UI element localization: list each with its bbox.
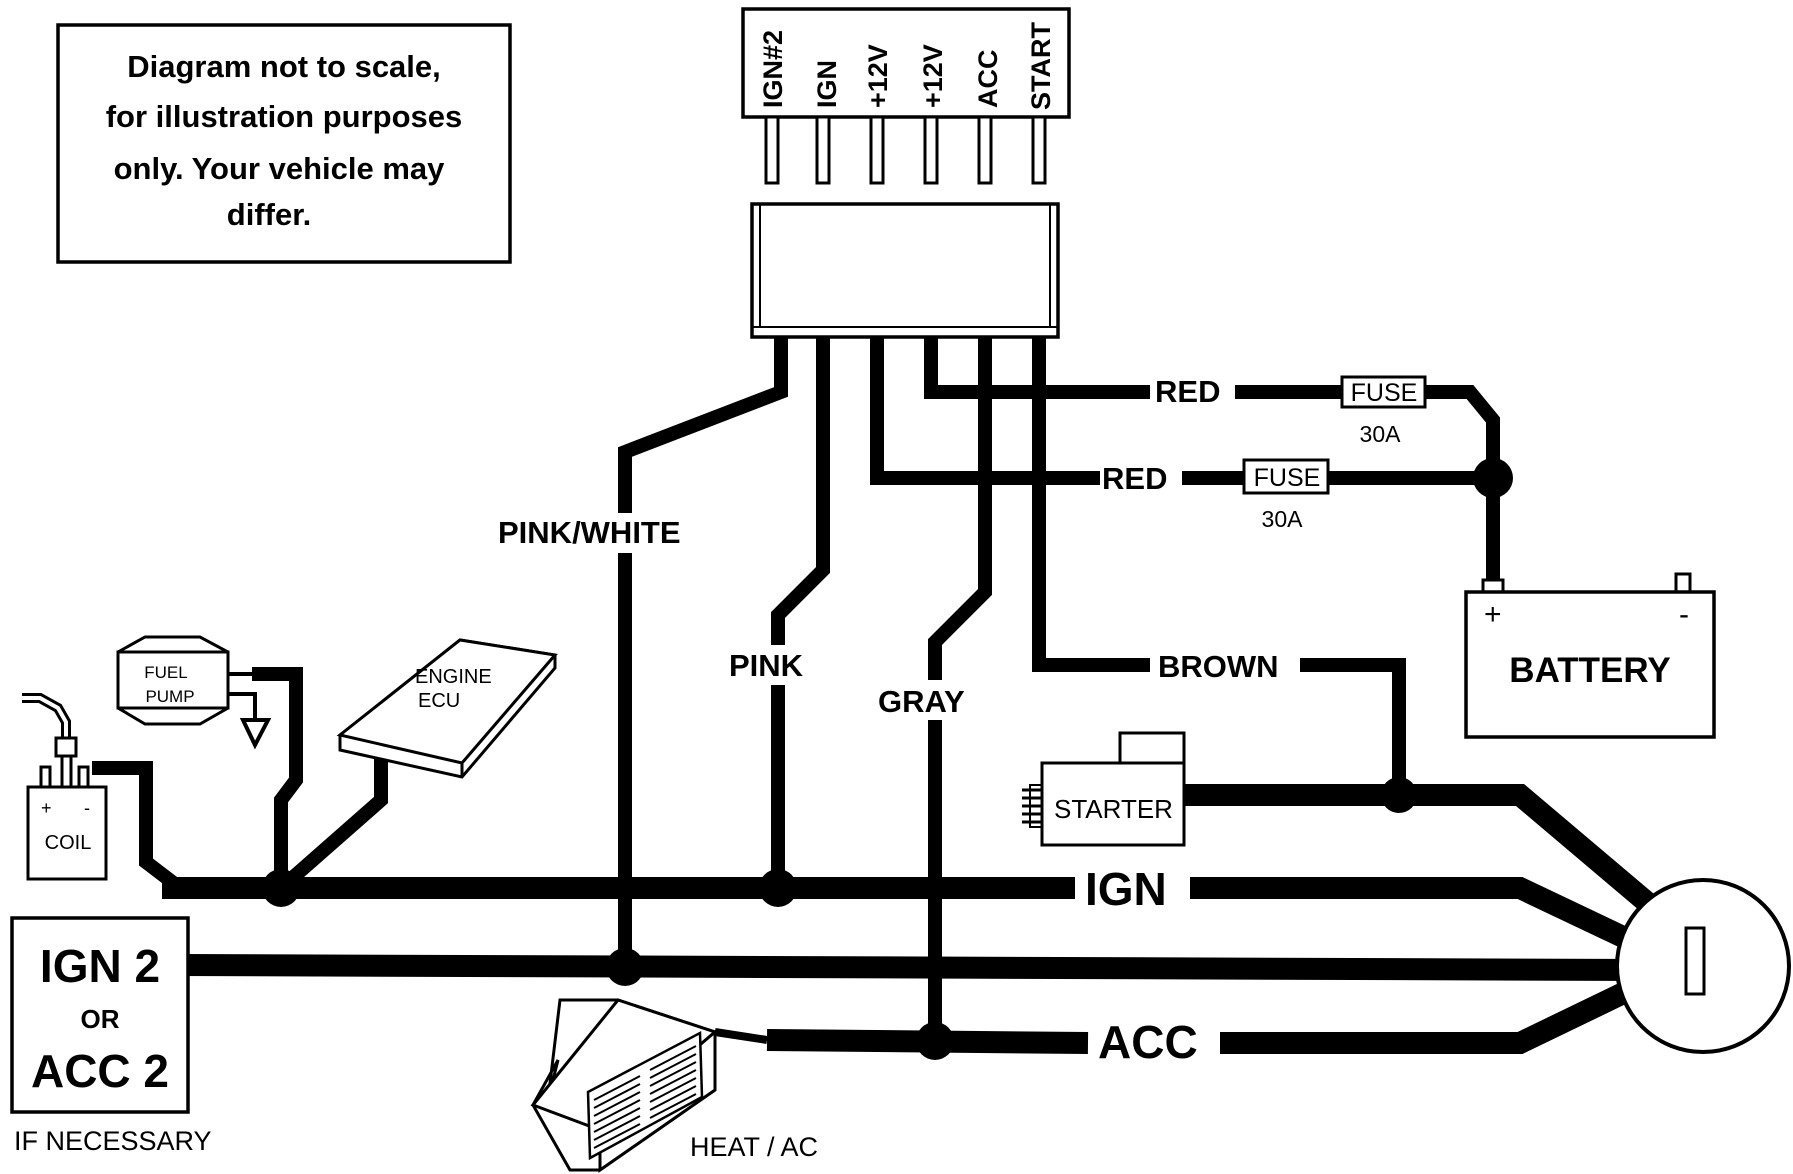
connector-pin: [977, 115, 993, 185]
ecu-line1: ENGINE: [415, 666, 492, 688]
wire-red-lower: [870, 337, 1100, 485]
wire-pink: [771, 337, 830, 890]
connector-pin: [815, 115, 831, 185]
vent-grille-icon: [593, 1045, 697, 1149]
label-pink: PINK: [729, 648, 804, 683]
wire-red-upper: [924, 337, 1150, 399]
heat-ac-unit: HEAT / AC: [530, 998, 818, 1173]
junction-dot: [916, 1022, 954, 1060]
battery-plus: +: [1484, 598, 1502, 631]
heat-ac-label: HEAT / AC: [690, 1132, 818, 1162]
label-ign: IGN: [1085, 863, 1167, 915]
connector-pin: [1031, 115, 1047, 185]
ground-icon: [239, 718, 272, 750]
wire-heat-ac: [714, 1028, 768, 1044]
wire-brown: [1032, 337, 1150, 672]
junction-dot: [1473, 458, 1513, 498]
ign2-line2: OR: [81, 1004, 120, 1034]
ignition-coil: + - COIL: [22, 693, 108, 881]
wire-coil: [92, 761, 200, 895]
pin-label-12v-a: +12V: [863, 44, 893, 108]
fuel-pump-line2: PUMP: [145, 687, 194, 706]
disclaimer-note: Diagram not to scale, for illustration p…: [56, 23, 512, 264]
ign2-line1: IGN 2: [40, 940, 160, 992]
fuse-upper-rating: 30A: [1360, 421, 1402, 447]
battery: + - BATTERY: [1464, 572, 1716, 739]
fuse-upper-label: FUSE: [1351, 379, 1418, 407]
fuel-pump-line1: FUEL: [144, 663, 187, 682]
key-slot-icon: [1684, 926, 1706, 996]
wire-ign2: [177, 954, 1649, 981]
label-pink-white: PINK/WHITE: [498, 515, 681, 550]
wire-ecu: [276, 750, 388, 894]
wire-pink-white: [618, 337, 788, 975]
coil-label: COIL: [45, 832, 92, 854]
ign2-acc2-box: IGN 2 OR ACC 2 IF NECESSARY: [10, 916, 212, 1156]
connector-plug: [750, 202, 1060, 339]
engine-ecu: ENGINE ECU: [336, 638, 558, 779]
pin-label-ign: IGN: [812, 60, 842, 108]
note-line-1: Diagram not to scale,: [127, 49, 441, 84]
pin-label-12v-b: +12V: [918, 44, 948, 108]
ign2-line3: ACC 2: [31, 1045, 169, 1097]
ignition-switch: [1615, 878, 1791, 1054]
starter: STARTER: [1022, 731, 1186, 847]
coil-plus: +: [41, 798, 52, 818]
junction-dot: [1381, 777, 1417, 813]
ecu-line2: ECU: [418, 690, 460, 712]
battery-label: BATTERY: [1509, 651, 1670, 690]
pin-label-acc: ACC: [973, 50, 1003, 109]
fuse-upper: FUSE 30A: [1340, 375, 1427, 447]
fuel-pump: FUEL PUMP: [116, 635, 272, 750]
coil-minus: -: [84, 798, 90, 818]
wire-gray: [928, 337, 992, 1040]
connector-pin: [869, 115, 885, 185]
fuse-lower-label: FUSE: [1254, 464, 1321, 492]
fuse-lower: FUSE 30A: [1242, 458, 1330, 532]
wire-harness: [92, 337, 1658, 1054]
junction-dot: [262, 869, 300, 907]
wire-starter: [1180, 784, 1658, 914]
connector-pin: [923, 115, 939, 185]
junction-dot: [606, 948, 644, 986]
connector-pin: [764, 115, 780, 185]
fuse-lower-rating: 30A: [1262, 506, 1304, 532]
starter-label: STARTER: [1054, 794, 1173, 824]
pin-label-ign2: IGN#2: [758, 30, 788, 108]
label-red-upper: RED: [1155, 374, 1220, 409]
note-line-2: for illustration purposes: [106, 99, 463, 134]
label-gray: GRAY: [878, 684, 965, 719]
junctions: [262, 458, 1513, 1060]
ignition-connector: IGN#2 IGN +12V +12V ACC START: [741, 7, 1071, 339]
wire-fuel-pump: [256, 667, 303, 888]
junction-dot: [759, 869, 797, 907]
label-acc: ACC: [1098, 1016, 1198, 1068]
note-line-4: differ.: [227, 197, 311, 232]
label-red-lower: RED: [1102, 461, 1167, 496]
ign2-caption: IF NECESSARY: [14, 1126, 212, 1156]
wire-labels: PINK/WHITE PINK GRAY RED RED BROWN IGN A…: [498, 374, 1279, 1068]
battery-minus: -: [1679, 598, 1689, 631]
pin-label-start: START: [1026, 22, 1056, 110]
label-brown: BROWN: [1158, 649, 1279, 684]
note-line-3: only. Your vehicle may: [114, 151, 446, 186]
